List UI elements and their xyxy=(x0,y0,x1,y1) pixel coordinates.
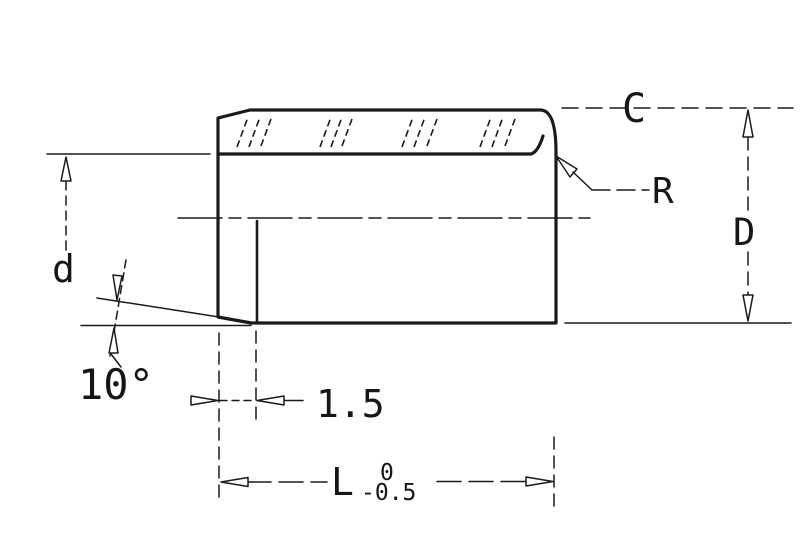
arrowhead-right xyxy=(525,476,554,487)
bore-section-line xyxy=(216,134,545,156)
taper-extension-line xyxy=(96,297,252,323)
label-chamfer-c: C xyxy=(622,86,646,132)
length-tolerance-upper: 0 xyxy=(380,460,394,486)
dimension-length-L: L 0 -0.5 xyxy=(220,436,555,508)
arrowhead-left xyxy=(256,395,285,406)
leader-corner-radius: R xyxy=(555,155,674,212)
dimension-taper-length: 1.5 xyxy=(190,330,385,504)
angle-dim-tail xyxy=(110,353,122,368)
dimension-taper-angle: 10° xyxy=(78,259,252,409)
bore-diameter-label: d xyxy=(52,247,75,291)
arrowhead-down xyxy=(742,294,754,322)
arrowhead-up-left xyxy=(555,155,578,178)
dimension-bore-d: d xyxy=(46,153,211,291)
arrowhead-up xyxy=(108,327,119,354)
dimension-outer-D: D xyxy=(561,107,794,324)
arrowhead-right xyxy=(190,395,219,406)
chamfer-label: C xyxy=(622,86,646,132)
section-hatching xyxy=(236,116,516,148)
arrowhead-up xyxy=(60,156,72,182)
arrowhead-left xyxy=(220,476,249,488)
arrowhead-up xyxy=(742,109,754,138)
taper-length-label: 1.5 xyxy=(316,382,385,426)
outer-diameter-label: D xyxy=(733,211,755,254)
length-tolerance-lower: -0.5 xyxy=(361,480,416,506)
arrowhead-down xyxy=(112,274,123,301)
leader-diagonal xyxy=(572,171,593,191)
part-outline-path xyxy=(216,108,558,325)
corner-radius-label: R xyxy=(652,171,674,212)
length-label: L xyxy=(331,460,354,504)
part-outline xyxy=(216,108,558,325)
taper-angle-label: 10° xyxy=(78,360,154,409)
